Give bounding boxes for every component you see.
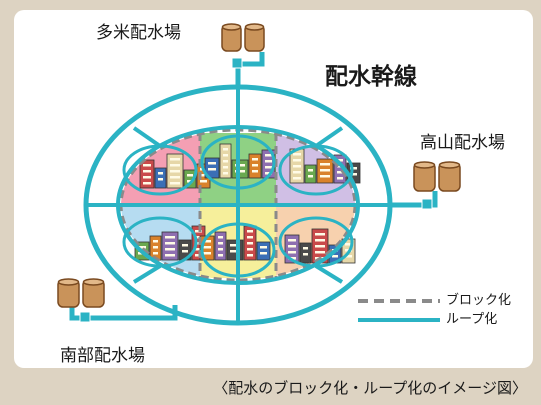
station-label-takayama: 高山配水場 bbox=[420, 133, 505, 153]
building-cluster bbox=[139, 153, 211, 189]
valves bbox=[79, 57, 433, 323]
main-pipeline-title: 配水幹線 bbox=[325, 64, 417, 90]
reservoir-tanks-tame bbox=[221, 23, 265, 52]
buildings bbox=[134, 143, 361, 264]
reservoir-tanks-nanbu bbox=[57, 278, 105, 308]
reservoir-tanks-takayama bbox=[413, 161, 461, 192]
loop-pipes bbox=[83, 84, 393, 326]
station-label-tame: 多米配水場 bbox=[96, 23, 181, 43]
legend-label-block: ブロック化 bbox=[446, 293, 512, 308]
station-pipes bbox=[69, 52, 438, 321]
building-cluster bbox=[289, 148, 361, 184]
legend-label-loop: ループ化 bbox=[446, 312, 498, 327]
figure-caption: 〈配水のブロック化・ループ化のイメージ図〉 bbox=[213, 379, 527, 397]
station-label-nanbu: 南部配水場 bbox=[60, 346, 145, 366]
